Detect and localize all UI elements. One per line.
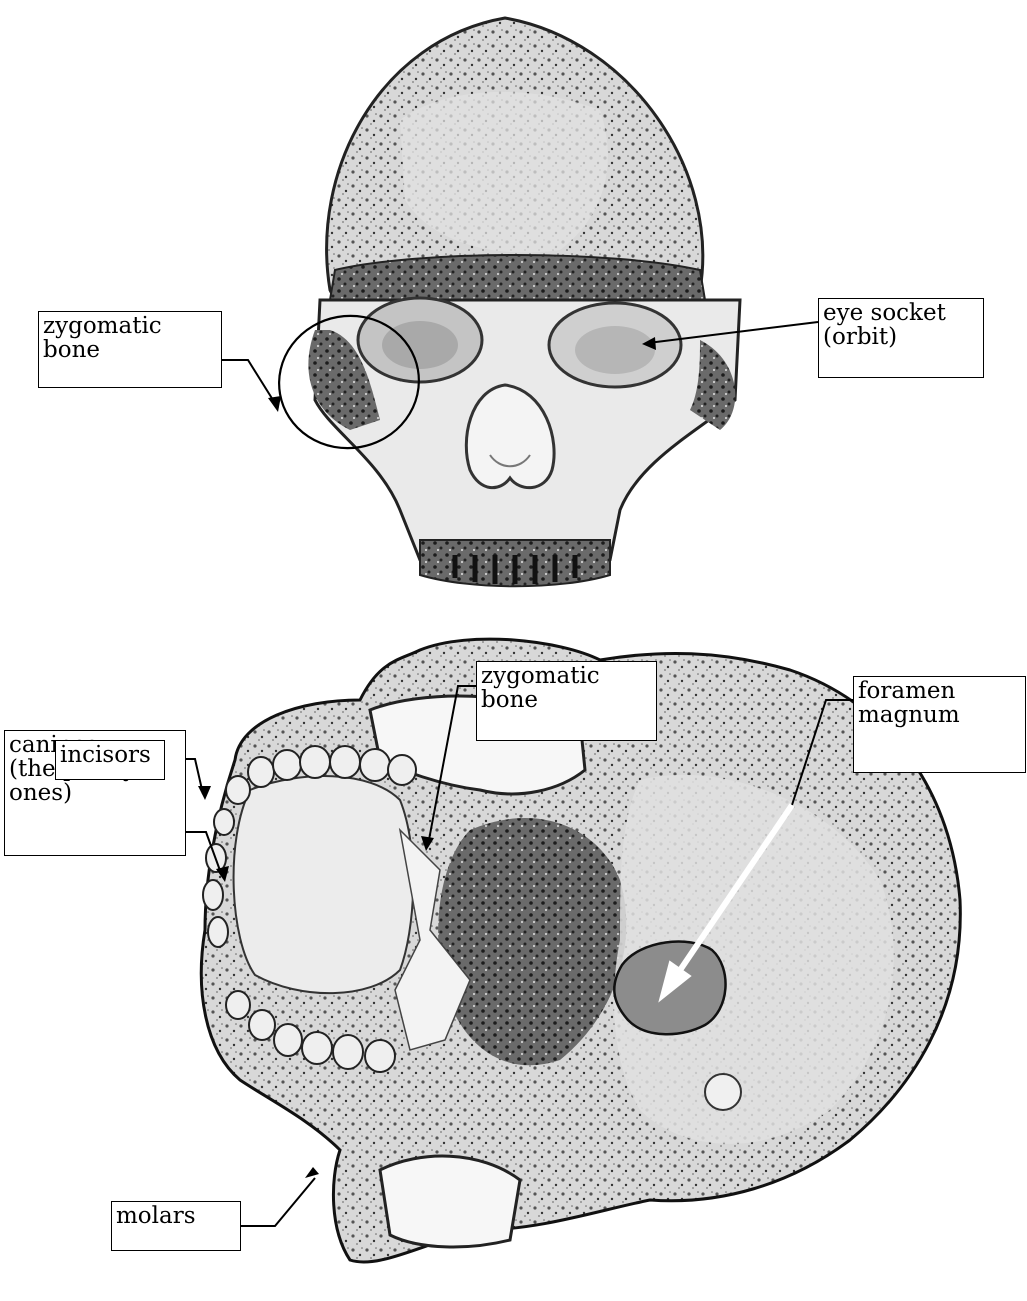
label-line: zygomatic xyxy=(481,664,652,688)
label-line: zygomatic xyxy=(43,314,217,338)
label-line: foramen xyxy=(858,679,1021,703)
label-line: molars xyxy=(116,1204,236,1228)
label-zygomatic-bone-front: zygomatic bone xyxy=(38,311,222,388)
label-foramen-magnum: foramen magnum xyxy=(853,676,1026,773)
label-line: incisors xyxy=(60,743,160,767)
label-line: magnum xyxy=(858,703,1021,727)
label-line: eye socket xyxy=(823,301,979,325)
label-line: bone xyxy=(481,688,652,712)
label-line: bone xyxy=(43,338,217,362)
label-line: (orbit) xyxy=(823,325,979,349)
label-zygomatic-bone-bottom: zygomatic bone xyxy=(476,661,657,741)
label-eye-socket: eye socket (orbit) xyxy=(818,298,984,378)
frontal-skull xyxy=(269,18,740,586)
label-molars: molars xyxy=(111,1201,241,1251)
label-incisors: incisors xyxy=(55,740,165,780)
label-line: ones) xyxy=(9,781,181,805)
